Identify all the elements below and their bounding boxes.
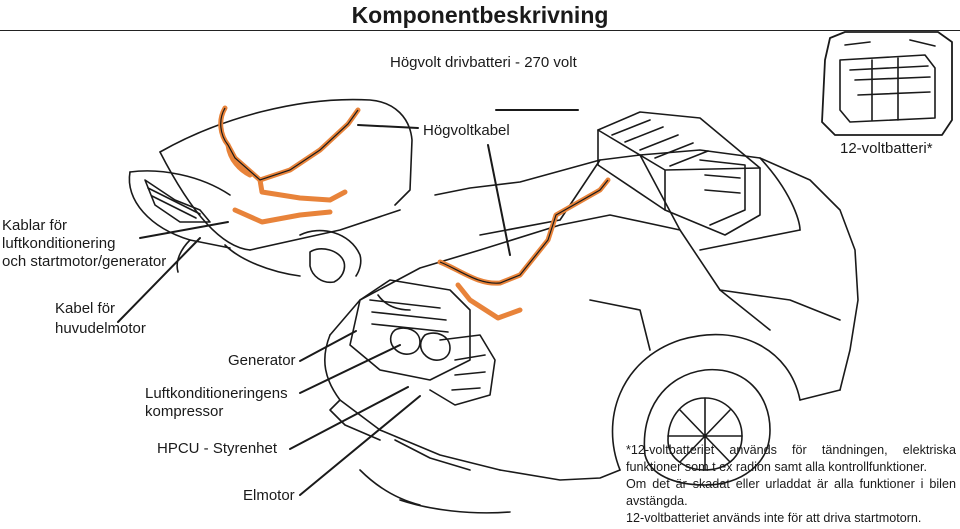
label-generator: Generator bbox=[228, 352, 296, 369]
label-hpcu: HPCU - Styrenhet bbox=[157, 440, 278, 457]
hv-battery-pack bbox=[597, 111, 761, 236]
hv-cable-harness bbox=[218, 105, 611, 321]
leader-hpcu bbox=[289, 386, 409, 450]
leader-hv-cable bbox=[357, 124, 419, 129]
engine-block bbox=[349, 279, 496, 406]
leader-hv-cable-2 bbox=[487, 144, 511, 256]
label-ac-cables-1: Kablar för bbox=[2, 217, 68, 234]
leader-ac-compressor bbox=[299, 344, 401, 394]
label-battery-12v: 12-voltbatteri* bbox=[840, 140, 933, 157]
page-title: Komponentbeskrivning bbox=[351, 2, 609, 28]
leader-electric-motor bbox=[299, 395, 421, 496]
leader-lines bbox=[117, 109, 579, 496]
title-divider bbox=[0, 30, 960, 31]
label-hv-cable: Högvoltkabel bbox=[423, 122, 510, 139]
footnote-line-1: *12-voltbatteriet används för tändningen… bbox=[626, 443, 956, 474]
leader-generator bbox=[299, 330, 357, 362]
footnote-line-2: Om det är skadat eller urladdat är alla … bbox=[626, 477, 956, 508]
car-hood-open bbox=[128, 98, 413, 284]
label-ac-cables-2: luftkonditionering bbox=[2, 235, 116, 252]
footnote: *12-voltbatteriet används för tändningen… bbox=[626, 442, 956, 527]
label-ac-compressor-2: kompressor bbox=[145, 403, 224, 420]
hv-cable-outlines bbox=[220, 107, 609, 284]
car-main bbox=[324, 149, 859, 514]
footnote-line-3: 12-voltbatteriet används inte för att dr… bbox=[626, 511, 922, 525]
battery-12v-inset bbox=[821, 31, 953, 136]
label-ac-cables-3: och startmotor/generator bbox=[2, 253, 167, 270]
label-hv-battery: Högvolt drivbatteri - 270 volt bbox=[390, 54, 577, 71]
label-motor-cable-2: huvudelmotor bbox=[55, 320, 146, 337]
leader-ac-cables bbox=[139, 221, 229, 239]
label-ac-compressor-1: Luftkonditioneringens bbox=[145, 385, 288, 402]
label-electric-motor: Elmotor bbox=[243, 487, 295, 504]
label-motor-cable-1: Kabel för bbox=[55, 300, 116, 317]
leader-motor-cable bbox=[117, 237, 201, 323]
